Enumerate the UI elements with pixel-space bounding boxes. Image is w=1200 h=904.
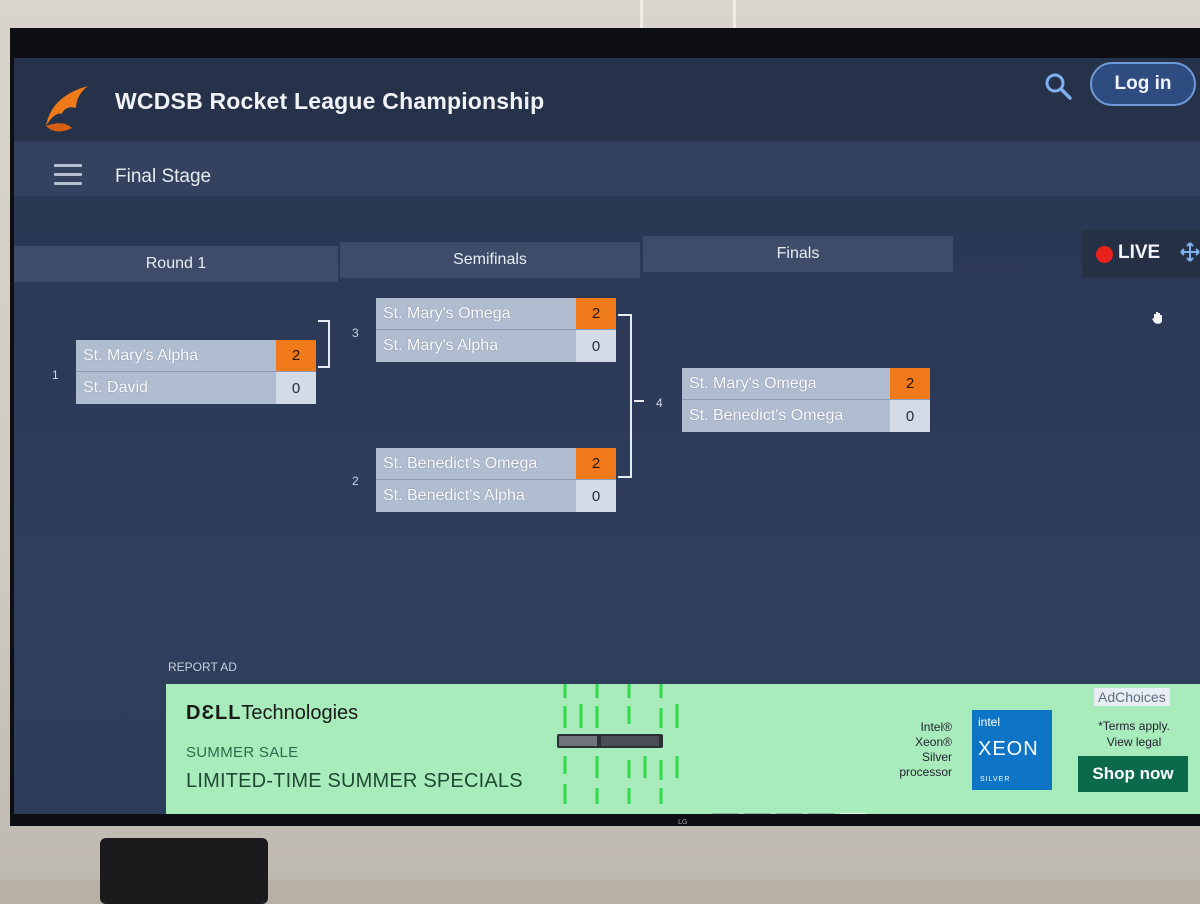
match-card-3[interactable]: St. Mary's Omega 2 St. Mary's Alpha 0 — [376, 298, 616, 362]
team-row[interactable]: St. Mary's Alpha 0 — [376, 330, 616, 362]
team-row[interactable]: St. Mary's Omega 2 — [682, 368, 930, 400]
live-label: LIVE — [1118, 242, 1161, 263]
menu-icon[interactable] — [54, 164, 82, 188]
server-image-icon — [557, 684, 679, 804]
match-number: 1 — [52, 368, 59, 382]
carousel-dot[interactable] — [776, 813, 802, 814]
ad-headline: LIMITED-TIME SUMMER SPECIALS — [186, 770, 523, 792]
bracket-connector — [634, 400, 644, 402]
team-row[interactable]: St. Benedict's Omega 0 — [682, 400, 930, 432]
top-bar — [14, 58, 1200, 140]
team-score: 0 — [276, 372, 316, 404]
match-number: 2 — [352, 474, 359, 488]
ad-brand: DƐLLTechnologies — [186, 702, 358, 725]
live-dot-icon — [1096, 246, 1113, 263]
team-score: 2 — [276, 340, 316, 371]
ad-legal-link[interactable]: View legal — [1106, 735, 1162, 749]
app-title[interactable]: WCDSB Rocket League Championship — [115, 88, 545, 114]
ad-brand-logo: DƐLL — [186, 702, 242, 724]
carousel-dot[interactable] — [744, 813, 770, 814]
team-name: St. Mary's Omega — [376, 298, 576, 329]
team-name: St. David — [76, 372, 276, 404]
team-name: St. Benedict's Omega — [682, 400, 890, 432]
move-icon[interactable] — [1180, 242, 1200, 262]
ad-carousel-dots[interactable] — [712, 806, 872, 814]
match-number: 3 — [352, 326, 359, 340]
team-name: St. Mary's Alpha — [76, 340, 276, 371]
team-row[interactable]: St. Mary's Omega 2 — [376, 298, 616, 330]
badge-silver: SILVER — [980, 776, 1011, 783]
team-row[interactable]: St. Mary's Alpha 2 — [76, 340, 316, 372]
hand-cursor-icon — [1152, 312, 1162, 324]
intel-xeon-badge: intel XEON SILVER — [972, 710, 1052, 790]
screen: WCDSB Rocket League Championship Log in … — [14, 58, 1200, 814]
match-card-2[interactable]: St. Benedict's Omega 2 St. Benedict's Al… — [376, 448, 616, 512]
app-logo-icon[interactable] — [40, 82, 92, 138]
ad-terms[interactable]: *Terms apply. View legal — [1084, 718, 1184, 750]
round-header-round-1: Round 1 — [14, 246, 338, 282]
team-score: 0 — [576, 480, 616, 512]
ad-processor-line: Intel® — [920, 720, 952, 734]
team-score: 2 — [576, 448, 616, 479]
team-score: 0 — [576, 330, 616, 362]
adchoices-link[interactable]: AdChoices — [1094, 688, 1170, 706]
ad-sale-label: SUMMER SALE — [186, 744, 299, 761]
team-score: 2 — [890, 368, 930, 399]
search-icon[interactable] — [1042, 70, 1074, 102]
badge-intel: intel — [978, 715, 1001, 729]
team-name: St. Mary's Omega — [682, 368, 890, 399]
tv-stand — [100, 838, 268, 904]
carousel-dot[interactable] — [808, 813, 834, 814]
ad-terms-line: *Terms apply. — [1098, 719, 1170, 733]
ad-banner[interactable]: DƐLLTechnologies SUMMER SALE LIMITED-TIM… — [166, 684, 1200, 814]
ad-processor-line: Xeon® — [915, 735, 952, 749]
report-ad-link[interactable]: REPORT AD — [168, 660, 237, 674]
stage-title: Final Stage — [115, 166, 212, 187]
stage-bar — [14, 142, 1200, 196]
team-name: St. Benedict's Omega — [376, 448, 576, 479]
ad-brand-name: Technologies — [241, 702, 359, 724]
match-card-4[interactable]: St. Mary's Omega 2 St. Benedict's Omega … — [682, 368, 930, 432]
badge-xeon: XEON — [978, 738, 1039, 760]
team-name: St. Benedict's Alpha — [376, 480, 576, 512]
ad-processor-line: Silver — [921, 750, 952, 764]
round-header-finals: Finals — [643, 236, 953, 272]
team-row[interactable]: St. Benedict's Omega 2 — [376, 448, 616, 480]
tv-brand-logo: LG — [678, 818, 688, 826]
team-name: St. Mary's Alpha — [376, 330, 576, 362]
login-button[interactable]: Log in — [1090, 62, 1196, 106]
ad-processor-line: processor — [899, 765, 952, 779]
shop-now-button[interactable]: Shop now — [1078, 756, 1188, 792]
carousel-dot[interactable] — [840, 813, 866, 814]
match-card-1[interactable]: St. Mary's Alpha 2 St. David 0 — [76, 340, 316, 404]
team-score: 0 — [890, 400, 930, 432]
ad-processor-text: Intel® Xeon® Silver processor — [886, 720, 952, 780]
round-header-semifinals: Semifinals — [340, 242, 640, 278]
bracket-connector — [618, 314, 632, 478]
bracket-connector — [318, 320, 330, 368]
match-number: 4 — [656, 396, 663, 410]
team-score: 2 — [576, 298, 616, 329]
team-row[interactable]: St. Benedict's Alpha 0 — [376, 480, 616, 512]
carousel-dot[interactable] — [712, 813, 738, 814]
team-row[interactable]: St. David 0 — [76, 372, 316, 404]
